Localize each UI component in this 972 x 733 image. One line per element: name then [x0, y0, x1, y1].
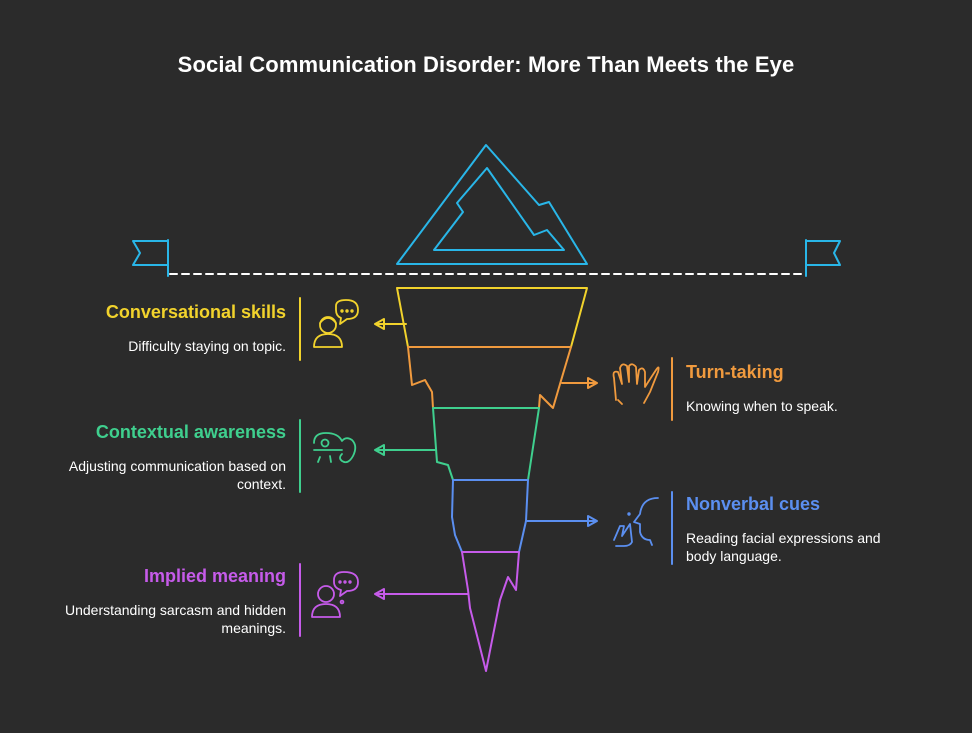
layer-implied — [461, 551, 520, 672]
layer-contextual — [432, 407, 540, 481]
label-nonverbal: Nonverbal cues Reading facial expression… — [686, 494, 912, 565]
layer-conversational — [396, 287, 588, 348]
flag-left-icon — [132, 239, 169, 277]
label-turn-taking: Turn-taking Knowing when to speak. — [686, 362, 926, 415]
label-description: Knowing when to speak. — [686, 398, 838, 414]
chameleon-icon — [313, 432, 357, 464]
face-shush-icon — [613, 497, 659, 547]
label-title: Turn-taking — [686, 362, 784, 382]
label-description: Adjusting communication based on context… — [68, 458, 286, 492]
hand-gesture-icon — [612, 363, 660, 405]
label-description: Reading facial expressions and body lang… — [686, 530, 881, 564]
label-conversational: Conversational skills Difficulty staying… — [60, 302, 286, 355]
label-description: Understanding sarcasm and hidden meaning… — [64, 602, 286, 636]
layer-nonverbal — [451, 479, 529, 553]
layer-turn-taking — [407, 346, 572, 409]
label-title: Conversational skills — [105, 302, 286, 322]
person-thinking-icon — [311, 571, 359, 618]
arrow-implied — [374, 588, 469, 600]
iceberg-tip — [396, 144, 588, 265]
label-contextual: Contextual awareness Adjusting communica… — [60, 422, 286, 493]
arrow-contextual — [374, 444, 436, 456]
flag-right-icon — [805, 239, 841, 277]
person-speech-bubble-icon — [313, 299, 359, 348]
arrow-nonverbal — [526, 515, 598, 527]
page-title: Social Communication Disorder: More Than… — [177, 52, 795, 77]
arrow-conversational — [374, 318, 407, 330]
arrow-turn-taking — [561, 377, 598, 389]
label-title: Contextual awareness — [95, 422, 286, 442]
label-title: Implied meaning — [143, 566, 286, 586]
label-title: Nonverbal cues — [686, 494, 821, 514]
label-implied: Implied meaning Understanding sarcasm an… — [60, 566, 286, 637]
label-description: Difficulty staying on topic. — [128, 338, 286, 354]
